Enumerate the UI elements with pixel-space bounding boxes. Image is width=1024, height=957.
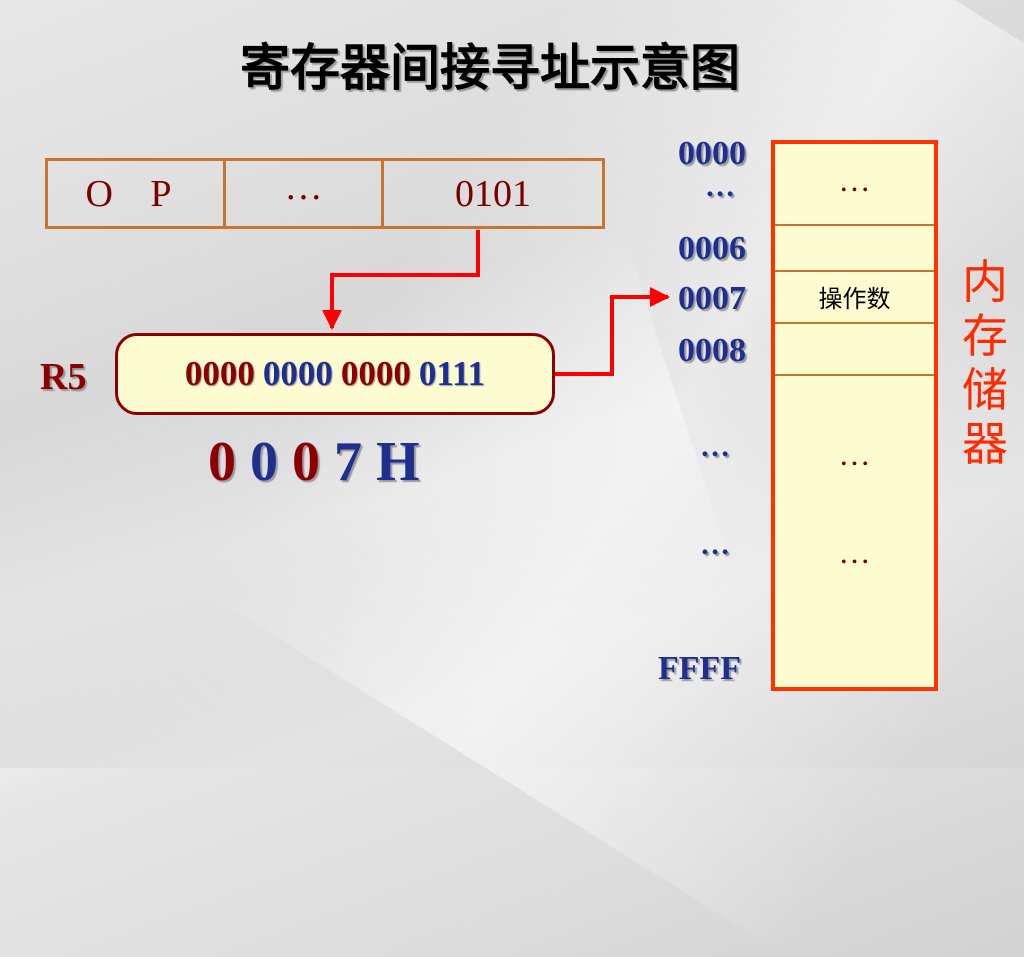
memory-cell bbox=[775, 144, 934, 226]
memory-address-ellipsis: … bbox=[700, 430, 730, 463]
arrow-field-to-register bbox=[322, 230, 480, 330]
hex-digit: 0 bbox=[292, 431, 322, 493]
register-group: 0000 bbox=[184, 354, 255, 393]
memory-cell-ellipsis: … bbox=[838, 162, 871, 198]
memory-address-ellipsis: … bbox=[705, 170, 735, 203]
register-number-field: 0101 bbox=[455, 172, 531, 215]
register-group: 0000 bbox=[340, 354, 411, 393]
hex-digit: 0 bbox=[208, 431, 238, 493]
hex-digit: H bbox=[376, 431, 422, 493]
register-r5: 0000 0000 0000 0111 bbox=[115, 333, 555, 415]
memory-cell bbox=[775, 322, 934, 376]
opcode-field: O P bbox=[48, 161, 226, 226]
connector-arrows bbox=[322, 230, 670, 376]
memory-block: … 操作数 … … bbox=[771, 140, 938, 691]
page-title: 寄存器间接寻址示意图 bbox=[240, 39, 740, 97]
memory-cell bbox=[775, 224, 934, 272]
memory-address: FFFF bbox=[658, 650, 742, 687]
memory-address: 0006 bbox=[678, 230, 746, 267]
instruction-format: O P … 0101 bbox=[45, 158, 605, 229]
memory-cell-operand bbox=[775, 270, 934, 324]
hex-digit: 0 bbox=[250, 431, 280, 493]
hex-digit: 7 bbox=[334, 431, 364, 493]
memory-cell-ellipsis: … bbox=[838, 534, 871, 570]
memory-address: 0008 bbox=[678, 332, 746, 369]
memory-label: 内存储器 bbox=[962, 255, 1008, 471]
arrow-register-to-memory bbox=[555, 287, 670, 376]
memory-address-ellipsis: … bbox=[700, 528, 730, 561]
register-group: 0000 bbox=[262, 354, 333, 393]
register-label: R5 bbox=[40, 356, 87, 398]
register-group: 0111 bbox=[418, 354, 486, 393]
memory-address: 0000 bbox=[678, 135, 746, 172]
memory-cell-ellipsis: … bbox=[838, 436, 871, 472]
operand-text: 操作数 bbox=[818, 285, 891, 313]
ellipsis-field: … bbox=[226, 161, 384, 226]
memory-address: 0007 bbox=[678, 280, 746, 317]
